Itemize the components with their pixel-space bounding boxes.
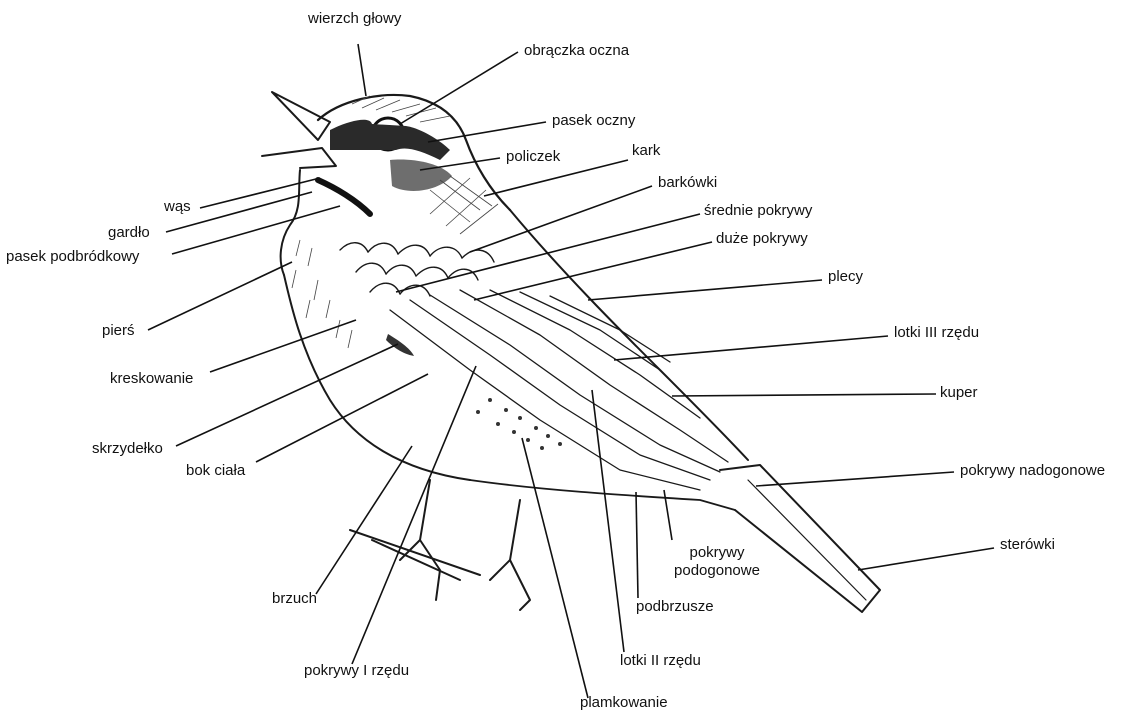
wing-feathers (390, 290, 728, 490)
leader-vent (636, 492, 638, 598)
leader-uppertail-coverts (756, 472, 954, 486)
bill-lower (262, 148, 336, 168)
label-tertials: lotki III rzędu (894, 324, 979, 342)
label-flank: bok ciała (186, 462, 245, 480)
leader-tertials (614, 336, 888, 360)
label-back: plecy (828, 268, 863, 286)
leader-eye-ring (400, 52, 518, 124)
label-undertail-coverts-line1: pokrywy (668, 544, 766, 562)
leader-flank (256, 374, 428, 462)
leader-streaking (210, 320, 356, 372)
label-scapulars: barkówki (658, 174, 717, 192)
label-belly: brzuch (272, 590, 317, 608)
crown-hatching (352, 96, 450, 122)
label-eye-stripe: pasek oczny (552, 112, 635, 130)
leader-primary-coverts (352, 366, 476, 664)
label-greater-coverts: duże pokrywy (716, 230, 808, 248)
scapular-feathers (340, 243, 494, 296)
label-vent: podbrzusze (636, 598, 714, 616)
leader-tail (858, 548, 994, 570)
leader-median-coverts (396, 214, 700, 292)
leader-secondaries (592, 390, 624, 652)
label-streaking: kreskowanie (110, 370, 193, 388)
cheek-mark (390, 160, 452, 191)
label-tail: sterówki (1000, 536, 1055, 554)
leader-cheek (420, 158, 500, 170)
label-uppertail-coverts: pokrywy nadogonowe (960, 462, 1105, 480)
leader-back (588, 280, 822, 300)
leader-spotting (522, 438, 588, 698)
label-undertail-coverts-line2: podogonowe (668, 562, 766, 580)
label-breast: pierś (102, 322, 135, 340)
leader-moustache (200, 178, 320, 208)
leader-greater-coverts (474, 242, 712, 300)
leader-eye-stripe (428, 122, 546, 142)
label-spotting: plamkowanie (580, 694, 668, 712)
malar-mark (318, 180, 370, 214)
belly-spots (476, 398, 562, 450)
tail-feather-line (748, 480, 866, 600)
leader-malar (172, 206, 340, 254)
label-nape: kark (632, 142, 660, 160)
eye-stripe-mark (330, 120, 450, 160)
undertail-outline (470, 480, 735, 510)
leader-rump (672, 394, 936, 396)
leader-breast (148, 262, 292, 330)
label-crown: wierzch głowy (308, 10, 401, 28)
label-alula: skrzydełko (92, 440, 163, 458)
label-malar: pasek podbródkowy (6, 248, 139, 266)
label-throat: gardło (108, 224, 150, 242)
label-eye-ring: obrączka oczna (524, 42, 629, 60)
label-moustache: wąs (164, 198, 191, 216)
label-primary-coverts: pokrywy I rzędu (304, 662, 409, 680)
alula-mark (386, 334, 414, 356)
label-median-coverts: średnie pokrywy (704, 202, 812, 220)
leader-belly (316, 446, 412, 594)
label-undertail-coverts: pokrywy podogonowe (668, 544, 766, 580)
leader-alula (176, 344, 398, 446)
leader-crown (358, 44, 366, 96)
label-cheek: policzek (506, 148, 560, 166)
label-rump: kuper (940, 384, 978, 402)
label-secondaries: lotki II rzędu (620, 652, 701, 670)
